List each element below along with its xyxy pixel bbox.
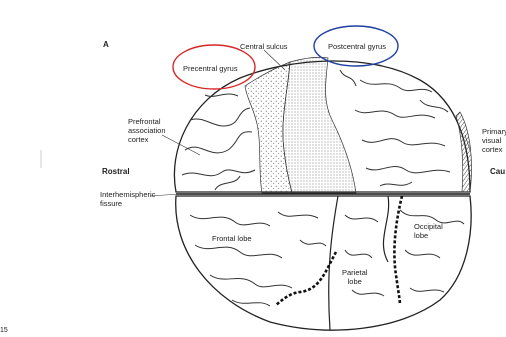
lower-hemisphere-outline [175,195,472,331]
precentral-highlight-ellipse [172,44,256,90]
label-postcentral-gyrus: Postcentral gyrus [328,42,386,51]
page-number-fragment: 15 [0,327,8,334]
leader-lines [149,49,471,197]
occipital-line-2: lobe [414,231,429,240]
parieto-occipital-line [382,195,390,263]
prefrontal-line-1: Prefrontal [128,117,161,126]
label-prefrontal-association-cortex: Prefrontal association cortex [128,117,166,144]
parietal-line-2: lobe [347,277,362,286]
fissure-line-1: Interhemispheric [100,190,156,199]
scan-mark [40,150,42,168]
label-frontal-lobe: Frontal lobe [212,234,252,243]
label-primary-visual-cortex: Primary visual cortex [482,127,506,154]
label-rostral: Rostral [102,167,130,176]
lower-gyri-lines [189,209,465,307]
panel-letter: A [103,40,109,49]
occipital-line-1: Occipital [414,222,443,231]
frontal-parietal-boundary-dashed [275,251,338,306]
visual-line-3: cortex [482,145,503,154]
primary-visual-cortex-region [455,111,472,193]
label-central-sulcus: Central sulcus [240,42,288,51]
central-sulcus-line [328,195,339,331]
fissure-line-2: fissure [100,199,123,208]
upper-gyri-lines [181,69,451,191]
visual-line-1: Primary [482,127,506,136]
postcentral-highlight-ellipse [313,25,399,67]
label-occipital-lobe: Occipital lobe [414,222,443,240]
label-interhemispheric-fissure: Interhemispheric fissure [100,190,155,208]
parietal-line-1: Parietal [342,268,368,277]
visual-line-2: visual [482,136,502,145]
prefrontal-line-3: cortex [128,135,149,144]
label-parietal-lobe: Parietal lobe [342,268,367,286]
label-caudal-fragment: Cau [490,167,506,176]
parietal-occipital-boundary-dashed [393,195,404,306]
label-precentral-gyrus: Precentral gyrus [183,64,238,73]
postcentral-gyrus-region [282,56,357,194]
scan-artifact [300,0,380,12]
prefrontal-line-2: association [128,126,166,135]
